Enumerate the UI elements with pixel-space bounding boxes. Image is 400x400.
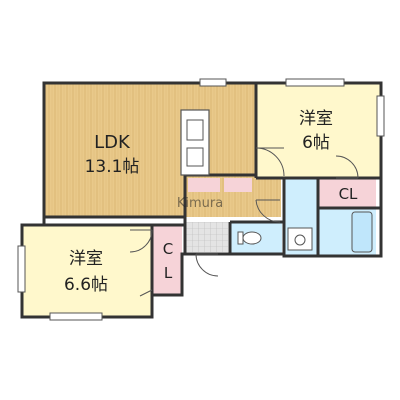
shelf-floor-2 xyxy=(224,178,252,192)
watermark: Kimura xyxy=(177,196,223,211)
closet-2-label-c: C xyxy=(163,240,173,258)
toilet-tank xyxy=(237,231,244,245)
door-toilet xyxy=(255,199,281,223)
western-room-1-floor xyxy=(256,83,381,178)
shelf-floor-1 xyxy=(188,178,220,192)
washbasin xyxy=(287,227,313,251)
western-room-2-floor xyxy=(22,225,152,317)
western-room-1-name: 洋室 xyxy=(299,109,333,129)
window-top-ldk xyxy=(199,78,227,87)
closet-2-label-l: L xyxy=(164,264,173,282)
genkan-floor xyxy=(186,222,228,252)
kitchen-stove xyxy=(186,147,204,167)
window-room2-left xyxy=(17,245,26,293)
door-room1 xyxy=(255,147,285,177)
ldk-name: LDK xyxy=(94,132,131,153)
window-room1-right xyxy=(376,95,385,137)
washbasin-drain xyxy=(294,234,306,246)
ldk-size: 13.1帖 xyxy=(85,157,140,177)
kitchen-sink xyxy=(186,119,204,141)
window-room2-bottom xyxy=(49,312,103,321)
western-room-1-size: 6帖 xyxy=(302,133,330,153)
closet-1-floor xyxy=(318,178,376,208)
door-room2 xyxy=(129,229,153,253)
closet-2-floor xyxy=(152,225,182,295)
toilet-bowl xyxy=(242,231,262,245)
western-room-2-size: 6.6帖 xyxy=(64,275,108,295)
bathtub xyxy=(351,211,373,253)
door-closet2 xyxy=(139,289,153,297)
western-room-2-name: 洋室 xyxy=(69,249,103,269)
closet-1-label: CL xyxy=(339,185,358,203)
window-room1-top xyxy=(285,78,345,87)
door-genkan xyxy=(195,253,219,277)
door-room1-closet xyxy=(335,155,359,179)
